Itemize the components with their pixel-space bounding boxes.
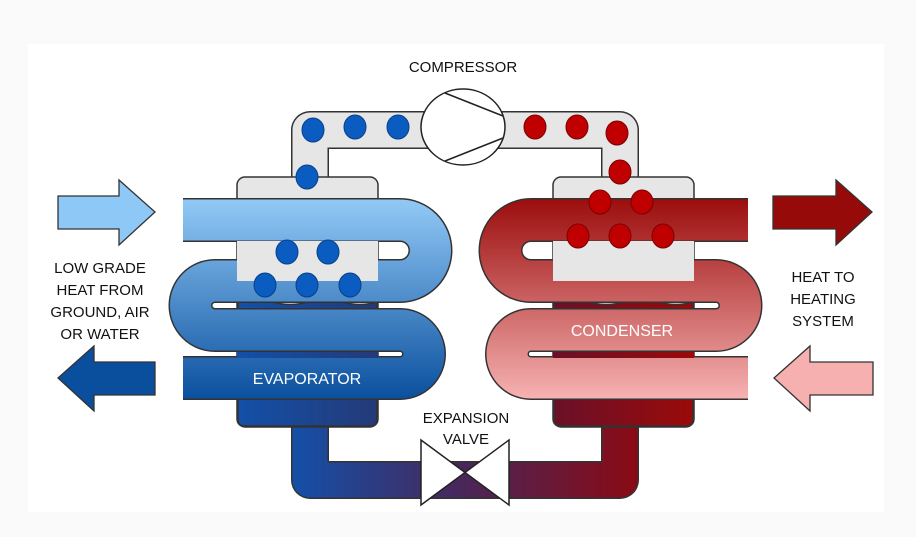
arrow-in-cold-source (57, 178, 156, 247)
source-label-line2: HEAT FROM (57, 282, 144, 299)
expansion-valve-icon (420, 438, 510, 507)
compressor-label: COMPRESSOR (409, 59, 518, 76)
refrigerant-cold-particles (253, 114, 410, 298)
arrow-out-cold-source (57, 344, 156, 413)
evaporator-label: EVAPORATOR (253, 371, 361, 388)
condenser-label: CONDENSER (571, 323, 673, 340)
output-label-line2: HEATING (790, 291, 856, 308)
compressor-icon (420, 88, 506, 166)
arrow-out-heat (772, 178, 873, 247)
expansion-valve-label-line2: VALVE (443, 431, 489, 448)
source-label-line3: GROUND, AIR (50, 304, 149, 321)
output-label-line3: SYSTEM (792, 313, 854, 330)
refrigerant-hot-particles (523, 114, 675, 249)
arrow-in-return (773, 344, 874, 413)
expansion-valve-label-line1: EXPANSION (423, 410, 509, 427)
source-label-line1: LOW GRADE (54, 260, 146, 277)
source-label-line4: OR WATER (60, 326, 139, 343)
output-label-line1: HEAT TO (791, 269, 854, 286)
